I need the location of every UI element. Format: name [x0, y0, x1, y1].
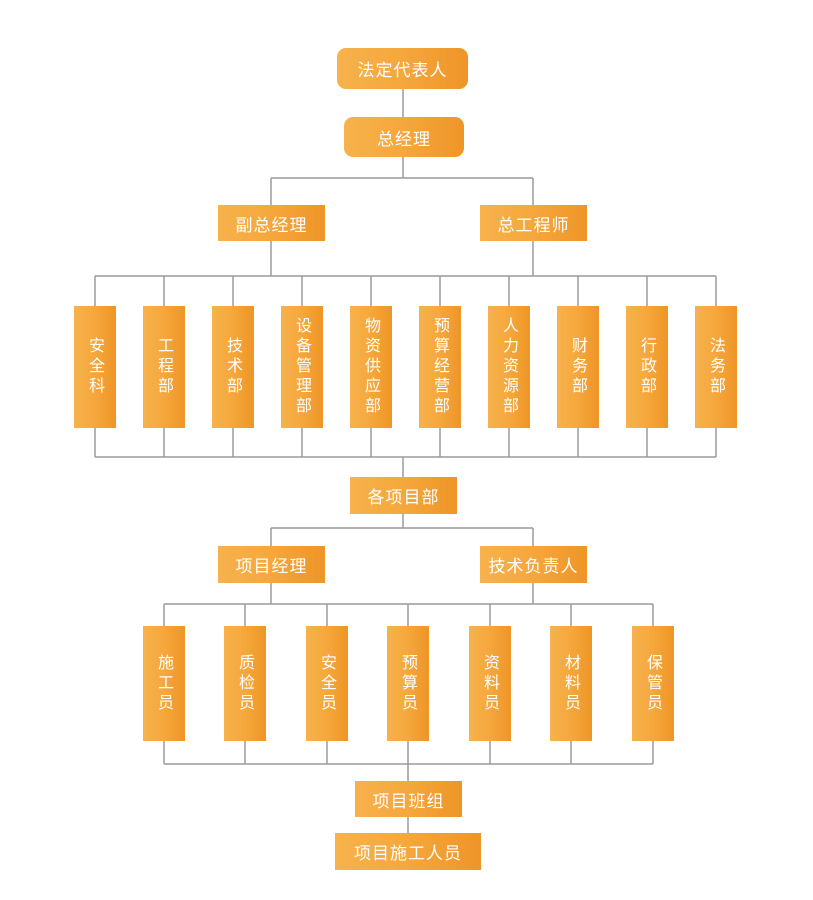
node-department: 法务部 [695, 306, 737, 428]
node-staff-role: 资料员 [469, 626, 511, 741]
node-staff-role: 预算员 [387, 626, 429, 741]
node-department: 人力资源部 [488, 306, 530, 428]
node-staff-role: 施工员 [143, 626, 185, 741]
node-department: 安全科 [74, 306, 116, 428]
node-staff-role: 保管员 [632, 626, 674, 741]
node-legal-representative: 法定代表人 [337, 48, 468, 89]
node-general-manager: 总经理 [344, 117, 464, 157]
node-project-team: 项目班组 [355, 781, 462, 817]
node-staff-role: 材料员 [550, 626, 592, 741]
node-department: 工程部 [143, 306, 185, 428]
node-staff-role: 质检员 [224, 626, 266, 741]
node-project-workers: 项目施工人员 [335, 833, 481, 870]
node-project-manager: 项目经理 [218, 546, 325, 583]
node-department: 行政部 [626, 306, 668, 428]
node-department: 设备管理部 [281, 306, 323, 428]
node-department: 财务部 [557, 306, 599, 428]
node-project-departments: 各项目部 [350, 477, 457, 514]
node-department: 物资供应部 [350, 306, 392, 428]
node-deputy-general-manager: 副总经理 [218, 205, 325, 241]
node-staff-role: 安全员 [306, 626, 348, 741]
node-chief-engineer: 总工程师 [480, 205, 587, 241]
node-department: 技术部 [212, 306, 254, 428]
node-department: 预算经营部 [419, 306, 461, 428]
node-technical-lead: 技术负责人 [480, 546, 587, 583]
